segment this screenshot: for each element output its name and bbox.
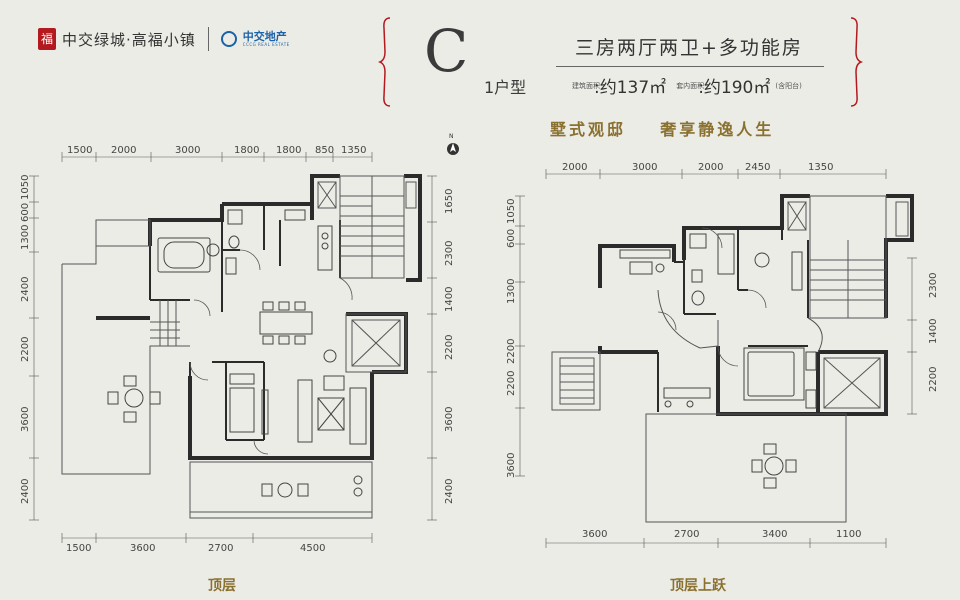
- right-top-dim: 2000: [562, 162, 587, 173]
- right-side-dim: 2200: [506, 371, 517, 396]
- right-top-dim: 1350: [808, 162, 833, 173]
- unit-layout-title: 三房两厅两卫+多功能房: [575, 37, 803, 59]
- left-bottom-dim: 4500: [300, 543, 325, 554]
- right-right-dim: 2300: [928, 273, 939, 298]
- right-plan: [515, 169, 917, 548]
- right-plan-label: 顶层上跃: [670, 578, 726, 594]
- left-plan-dims: 1500 2000 3000 1800 1800 850 1350 1500 3…: [20, 145, 455, 554]
- right-side-dim: 600: [506, 229, 517, 248]
- logo-divider: [207, 27, 209, 51]
- left-bracket: [377, 17, 391, 107]
- partner-name-en: CCCG REAL ESTATE: [242, 42, 290, 47]
- left-side-dim: 1300: [20, 225, 31, 250]
- compass-label: N: [449, 133, 454, 140]
- inner-area-note: (含阳台): [775, 81, 802, 90]
- right-top-dim: 2450: [745, 162, 770, 173]
- right-side-dim: 3600: [506, 453, 517, 478]
- left-side-dim: 2400: [20, 277, 31, 302]
- right-side-dim: 1300: [506, 279, 517, 304]
- inner-area-value: :约190㎡: [698, 78, 771, 98]
- left-side-dim: 2200: [20, 337, 31, 362]
- unit-type-letter: C: [424, 17, 469, 85]
- left-right-dim: 2200: [444, 335, 455, 360]
- inner-area-label: 套内面积: [676, 81, 705, 90]
- area-divider: [556, 66, 824, 67]
- partner-logo: 中交地产 CCCG REAL ESTATE: [243, 31, 290, 47]
- left-top-dim: 1350: [341, 145, 366, 156]
- left-plan: [29, 152, 437, 543]
- unit-areas: 建筑面积 :约137㎡ 套内面积 :约190㎡ (含阳台): [572, 73, 802, 98]
- brand-name: 中交绿城·高福小镇: [62, 30, 196, 49]
- left-bottom-dim: 2700: [208, 543, 233, 554]
- left-bottom-dim: 1500: [66, 543, 91, 554]
- left-top-dim: 3000: [175, 145, 200, 156]
- left-side-dim: 3600: [20, 407, 31, 432]
- left-right-dim: 1650: [444, 189, 455, 214]
- partner-name-cn: 中交地产: [242, 30, 287, 43]
- right-side-dim: 1050: [506, 199, 517, 224]
- left-plan-label: 顶层: [208, 578, 236, 594]
- built-area-label: 建筑面积: [572, 81, 600, 90]
- left-side-dim: 2400: [20, 479, 31, 504]
- right-bottom-dim: 2700: [674, 529, 699, 540]
- right-bottom-dim: 3600: [582, 529, 607, 540]
- right-top-dim: 3000: [632, 162, 657, 173]
- left-side-dim: 600: [20, 203, 31, 222]
- ccos-logo-icon: [220, 31, 237, 47]
- right-bottom-dim: 1100: [836, 529, 861, 540]
- left-side-dim: 1050: [20, 175, 31, 200]
- right-top-dim: 2000: [698, 162, 723, 173]
- left-right-dim: 2400: [444, 479, 455, 504]
- left-right-dim: 1400: [444, 287, 455, 312]
- left-top-dim: 1800: [234, 145, 259, 156]
- left-right-dim: 3600: [444, 407, 455, 432]
- right-plan-dims: 2000 3000 2000 2450 1350 3600 2700 3400 …: [506, 162, 939, 540]
- brand-logo-row: 福 中交绿城·高福小镇 中交地产 CCCG REAL ESTATE: [38, 22, 290, 56]
- right-side-dim: 2200: [506, 339, 517, 364]
- left-top-dim: 2000: [111, 145, 136, 156]
- right-right-dim: 1400: [928, 319, 939, 344]
- brand-seal-logo: 福: [38, 28, 56, 50]
- left-top-dim: 850: [315, 145, 334, 156]
- left-top-dim: 1500: [67, 145, 92, 156]
- right-right-dim: 2200: [928, 367, 939, 392]
- built-area-value: :约137㎡: [594, 78, 667, 98]
- left-bottom-dim: 3600: [130, 543, 155, 554]
- left-right-dim: 2300: [444, 241, 455, 266]
- slogan: 墅式观邸 奢享静逸人生: [550, 120, 775, 139]
- unit-type-suffix: 1户型: [484, 78, 527, 97]
- north-compass-icon: [447, 143, 459, 155]
- right-bottom-dim: 3400: [762, 529, 787, 540]
- right-bracket: [850, 17, 864, 107]
- left-top-dim: 1800: [276, 145, 301, 156]
